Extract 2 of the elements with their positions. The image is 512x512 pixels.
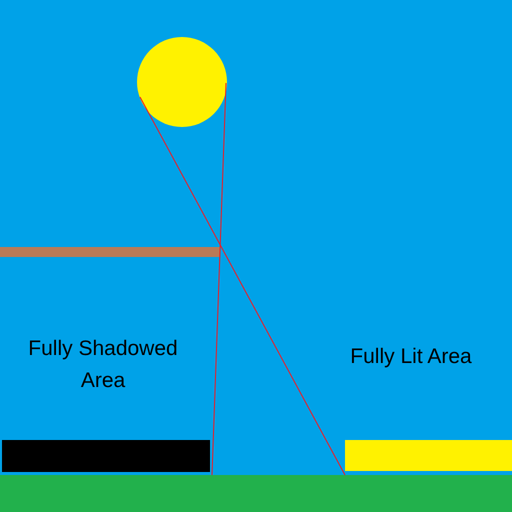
area-label: Fully Shadowed Area	[27, 336, 179, 394]
area-label: Fully Lit Area	[349, 344, 473, 370]
